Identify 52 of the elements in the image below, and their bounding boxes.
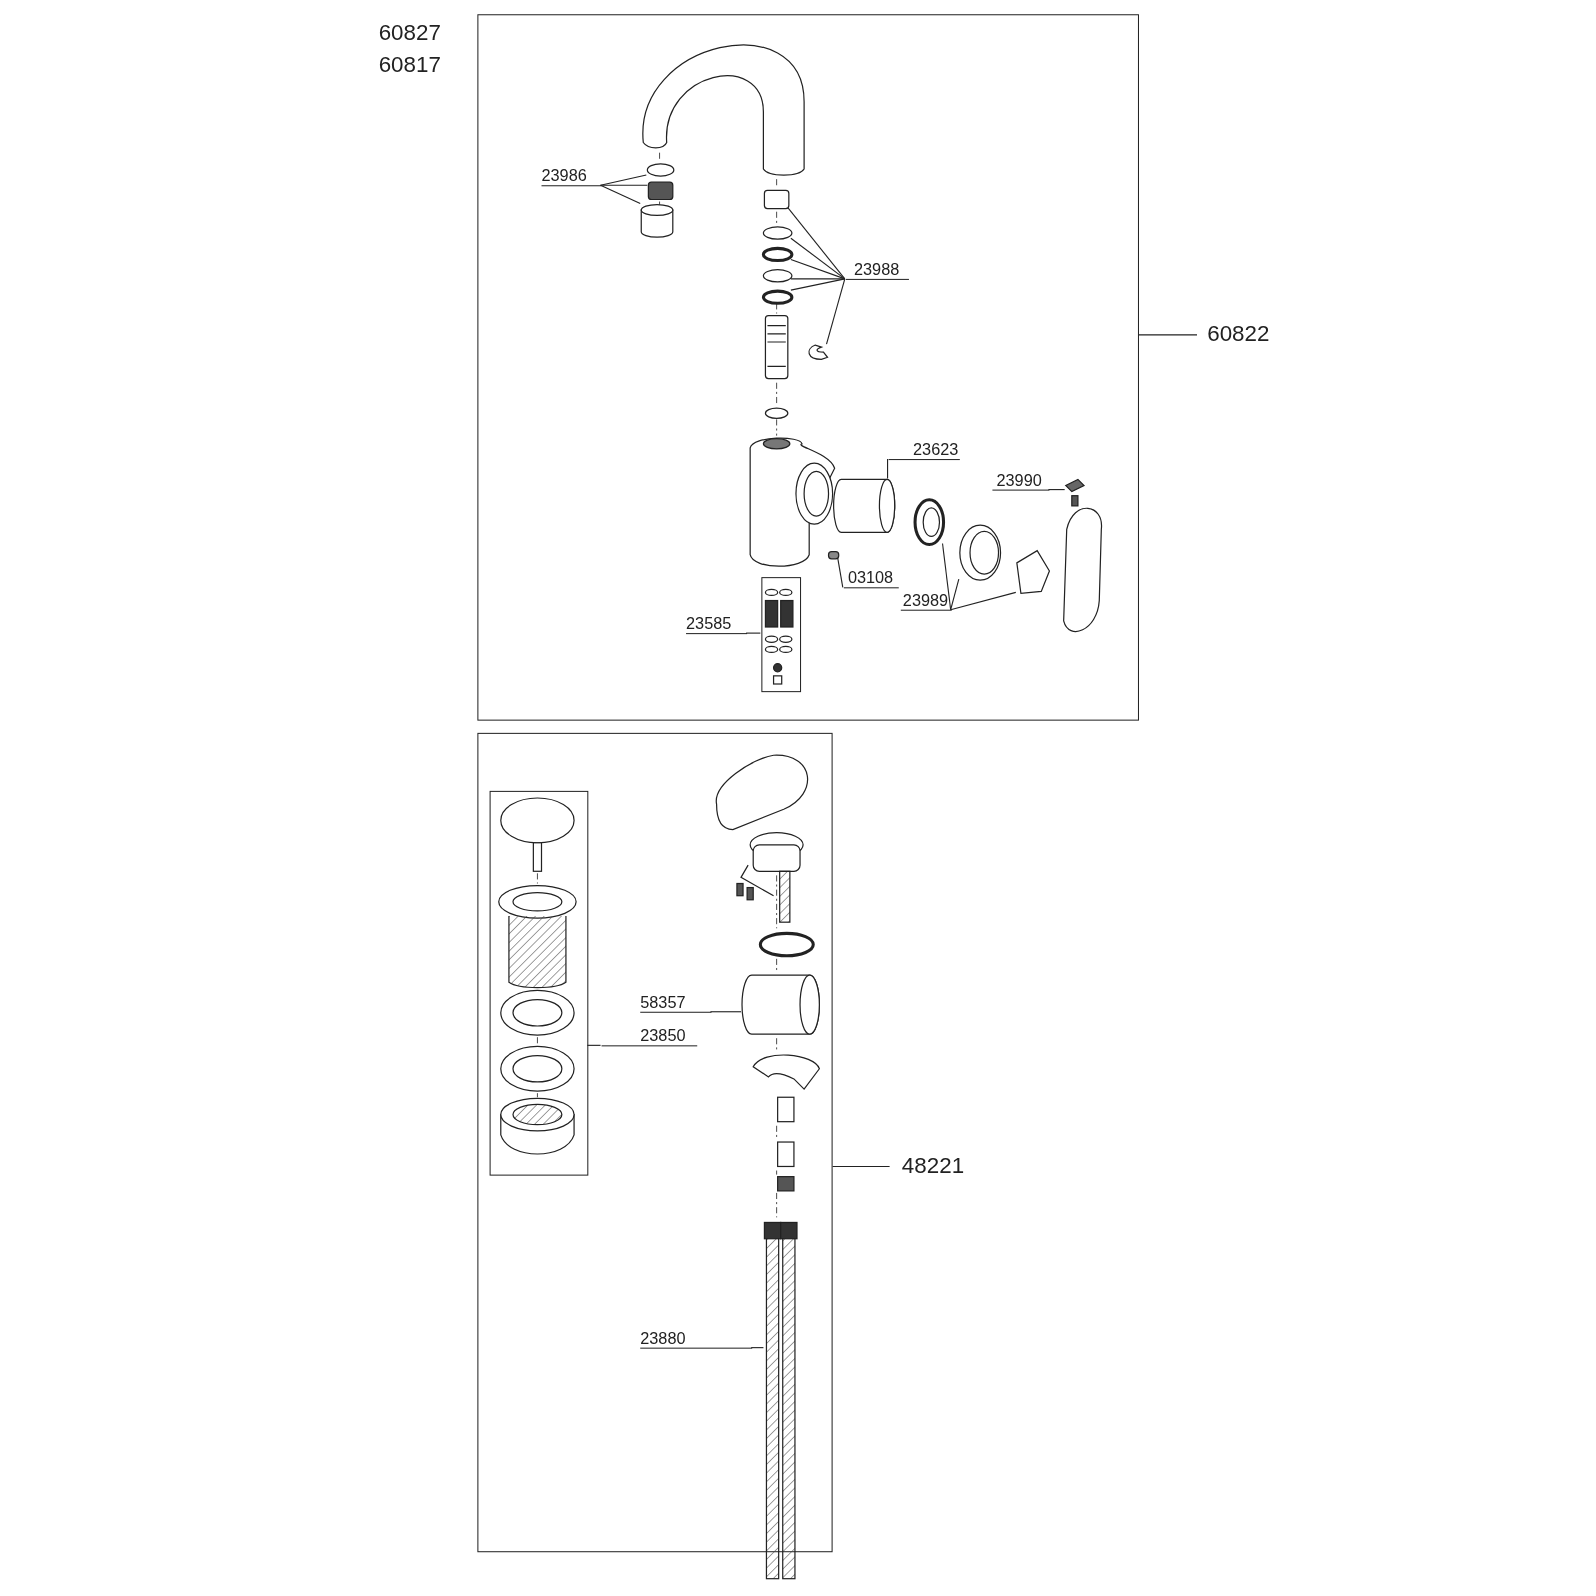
callout-number: 60822 — [1197, 321, 1279, 349]
leader-line — [790, 259, 846, 280]
seal-ring-drawing — [762, 269, 793, 283]
fixing-nut-drawing — [741, 974, 820, 1035]
leader-line — [950, 578, 960, 611]
callout-number: 23850 — [601, 1027, 698, 1047]
callout-number: 23623 — [888, 440, 960, 461]
supply-hose-drawing — [763, 1221, 798, 1580]
callout-number: 23585 — [686, 614, 748, 635]
leader-line — [787, 207, 846, 280]
leader-line — [600, 184, 641, 205]
callout-number: 03108 — [843, 569, 899, 589]
aerator-insert-drawing — [647, 181, 674, 201]
callout-number: 48221 — [889, 1153, 972, 1180]
callout-number: 23990 — [992, 471, 1050, 491]
aerator-ring-drawing — [646, 163, 675, 177]
leader-line — [586, 1044, 602, 1046]
callout-number: 58357 — [640, 993, 712, 1013]
leader-line — [942, 543, 952, 611]
leader-line — [832, 1165, 891, 1167]
cartridge-drawing — [833, 478, 896, 533]
aerator-sleeve-drawing — [640, 204, 674, 238]
grub-screw-drawing — [1064, 478, 1086, 507]
leader-line — [600, 174, 647, 186]
leader-line — [837, 557, 844, 588]
adapter-crown-drawing — [1016, 549, 1051, 595]
part-number: 60817 — [378, 52, 441, 78]
leader-line — [825, 278, 846, 345]
retaining-clip-drawing — [808, 344, 829, 360]
threaded-nut-drawing — [913, 498, 946, 547]
cover-ring-drawing — [959, 524, 1002, 581]
o-ring-drawing — [761, 246, 794, 263]
set-screw-drawing — [827, 551, 840, 560]
leader-line — [600, 184, 648, 186]
leader-line — [1138, 334, 1198, 336]
part-number: 60827 — [378, 20, 441, 45]
callout-number: 23988 — [845, 260, 909, 280]
leader-line — [1047, 489, 1066, 491]
leader-line — [790, 278, 846, 291]
spout-adapter-drawing — [763, 189, 790, 210]
leader-line — [750, 1347, 764, 1349]
callout-number: 23989 — [900, 591, 952, 611]
seal-ring-drawing — [762, 226, 793, 240]
leader-line — [790, 278, 846, 280]
callout-number: 23880 — [640, 1329, 753, 1349]
leader-line — [887, 458, 889, 479]
leader-line — [790, 237, 846, 280]
callout-number: 23986 — [541, 166, 602, 187]
leader-line — [745, 632, 761, 634]
o-ring-drawing — [761, 289, 794, 305]
leader-line — [950, 591, 1017, 611]
leader-line — [709, 1011, 742, 1013]
